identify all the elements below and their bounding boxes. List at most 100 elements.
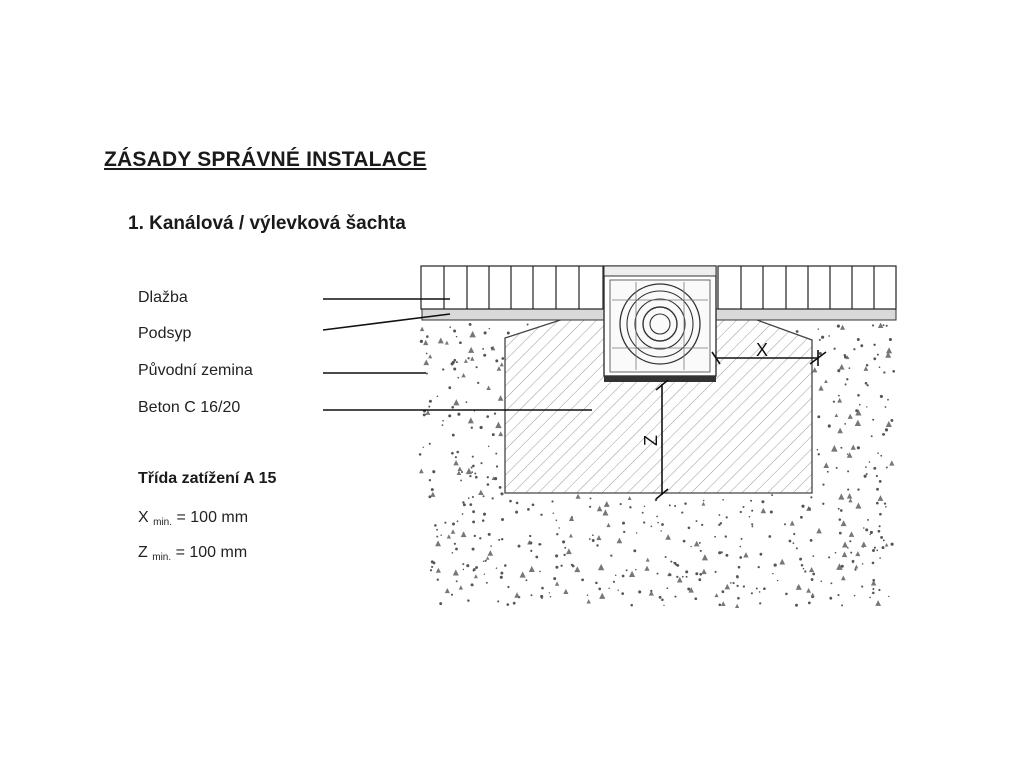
soil-speckle (419, 468, 424, 474)
soil-speckle (644, 565, 650, 571)
soil-speckle (596, 535, 602, 541)
soil-speckle (436, 535, 439, 538)
soil-speckle (878, 588, 881, 592)
soil-speckle (742, 505, 745, 509)
soil-speckle (668, 573, 672, 577)
soil-speckle (840, 324, 846, 330)
soil-speckle (776, 579, 779, 582)
soil-speckle (472, 520, 476, 524)
soil-speckle (574, 566, 581, 573)
soil-speckle (450, 362, 454, 366)
soil-speckle (486, 476, 489, 479)
soil-speckle (751, 509, 754, 512)
soil-speckle (589, 497, 592, 500)
soil-speckle (479, 537, 482, 540)
soil-speckle (458, 585, 464, 590)
soil-speckle (806, 587, 812, 593)
soil-speckle (586, 599, 591, 604)
soil-speckle (470, 356, 475, 361)
soil-speckle (419, 326, 425, 332)
soil-speckle (467, 599, 470, 602)
soil-speckle (553, 577, 557, 581)
soil-speckle (879, 394, 883, 398)
soil-speckle (472, 510, 476, 514)
soil-speckle (832, 400, 836, 403)
soil-speckle (861, 563, 864, 565)
soil-speckle (599, 592, 606, 599)
soil-speckle (800, 564, 804, 567)
soil-speckle (453, 542, 456, 545)
soil-speckle (877, 452, 879, 454)
soil-speckle (432, 561, 436, 565)
soil-speckle (539, 570, 541, 573)
soil-speckle (879, 512, 882, 516)
soil-speckle (519, 571, 526, 578)
dimension-z-value: = 100 mm (171, 544, 248, 561)
soil-speckle (838, 363, 845, 370)
soil-speckle (793, 532, 796, 536)
soil-speckle (479, 425, 483, 430)
soil-speckle (656, 572, 659, 575)
soil-speckle (820, 580, 823, 583)
soil-speckle (799, 557, 803, 561)
soil-speckle (668, 504, 671, 507)
layer-label-original-soil: Původní zemina (138, 362, 253, 379)
soil-speckle (674, 504, 677, 508)
soil-speckle (453, 367, 457, 371)
soil-speckle (823, 462, 830, 469)
soil-speckle (538, 543, 541, 546)
soil-speckle (799, 515, 803, 519)
soil-speckle (535, 555, 539, 559)
soil-speckle (444, 340, 449, 345)
soil-speckles (418, 322, 896, 608)
soil-speckle (531, 503, 535, 507)
soil-speckle (693, 540, 700, 547)
soil-speckle (702, 499, 705, 502)
soil-speckle (456, 450, 459, 454)
soil-speckle (833, 347, 836, 350)
soil-speckle (643, 521, 646, 524)
soil-speckle (837, 397, 843, 403)
soil-speckle (472, 568, 476, 572)
soil-speckle (650, 589, 653, 593)
soil-speckle (568, 533, 573, 538)
soil-speckle (854, 564, 859, 569)
soil-speckle (470, 583, 474, 587)
soil-speckle (541, 586, 544, 590)
soil-speckle (816, 448, 819, 451)
soil-speckle (471, 471, 474, 473)
soil-speckle (504, 564, 507, 567)
soil-speckle (687, 587, 691, 591)
soil-speckle (665, 534, 671, 540)
soil-speckle (500, 571, 504, 575)
soil-speckle (560, 564, 563, 567)
soil-speckle (838, 518, 842, 521)
soil-speckle (838, 493, 845, 500)
soil-speckle (442, 419, 444, 422)
soil-speckle (877, 529, 881, 533)
soil-speckle (878, 366, 881, 369)
soil-speckle (483, 353, 487, 357)
soil-speckle (485, 556, 490, 560)
soil-speckle (826, 470, 829, 473)
soil-speckle (552, 512, 555, 515)
soil-speckle (423, 339, 429, 346)
soil-speckle (470, 426, 473, 429)
soil-speckle (633, 549, 637, 553)
soil-speckle (442, 368, 445, 371)
soil-speckle (789, 520, 795, 526)
soil-speckle (860, 344, 864, 348)
soil-speckle (456, 470, 462, 475)
soil-speckle (428, 405, 431, 408)
soil-speckle (838, 394, 840, 397)
soil-speckle (795, 547, 798, 550)
soil-speckle (755, 587, 758, 590)
soil-speckle (661, 598, 664, 602)
soil-speckle (419, 339, 423, 343)
soil-speckle (840, 575, 846, 581)
soil-speckle (628, 570, 636, 577)
soil-speckle (554, 581, 560, 586)
soil-speckle (515, 501, 519, 505)
soil-speckle (460, 479, 463, 482)
soil-speckle (440, 534, 442, 536)
